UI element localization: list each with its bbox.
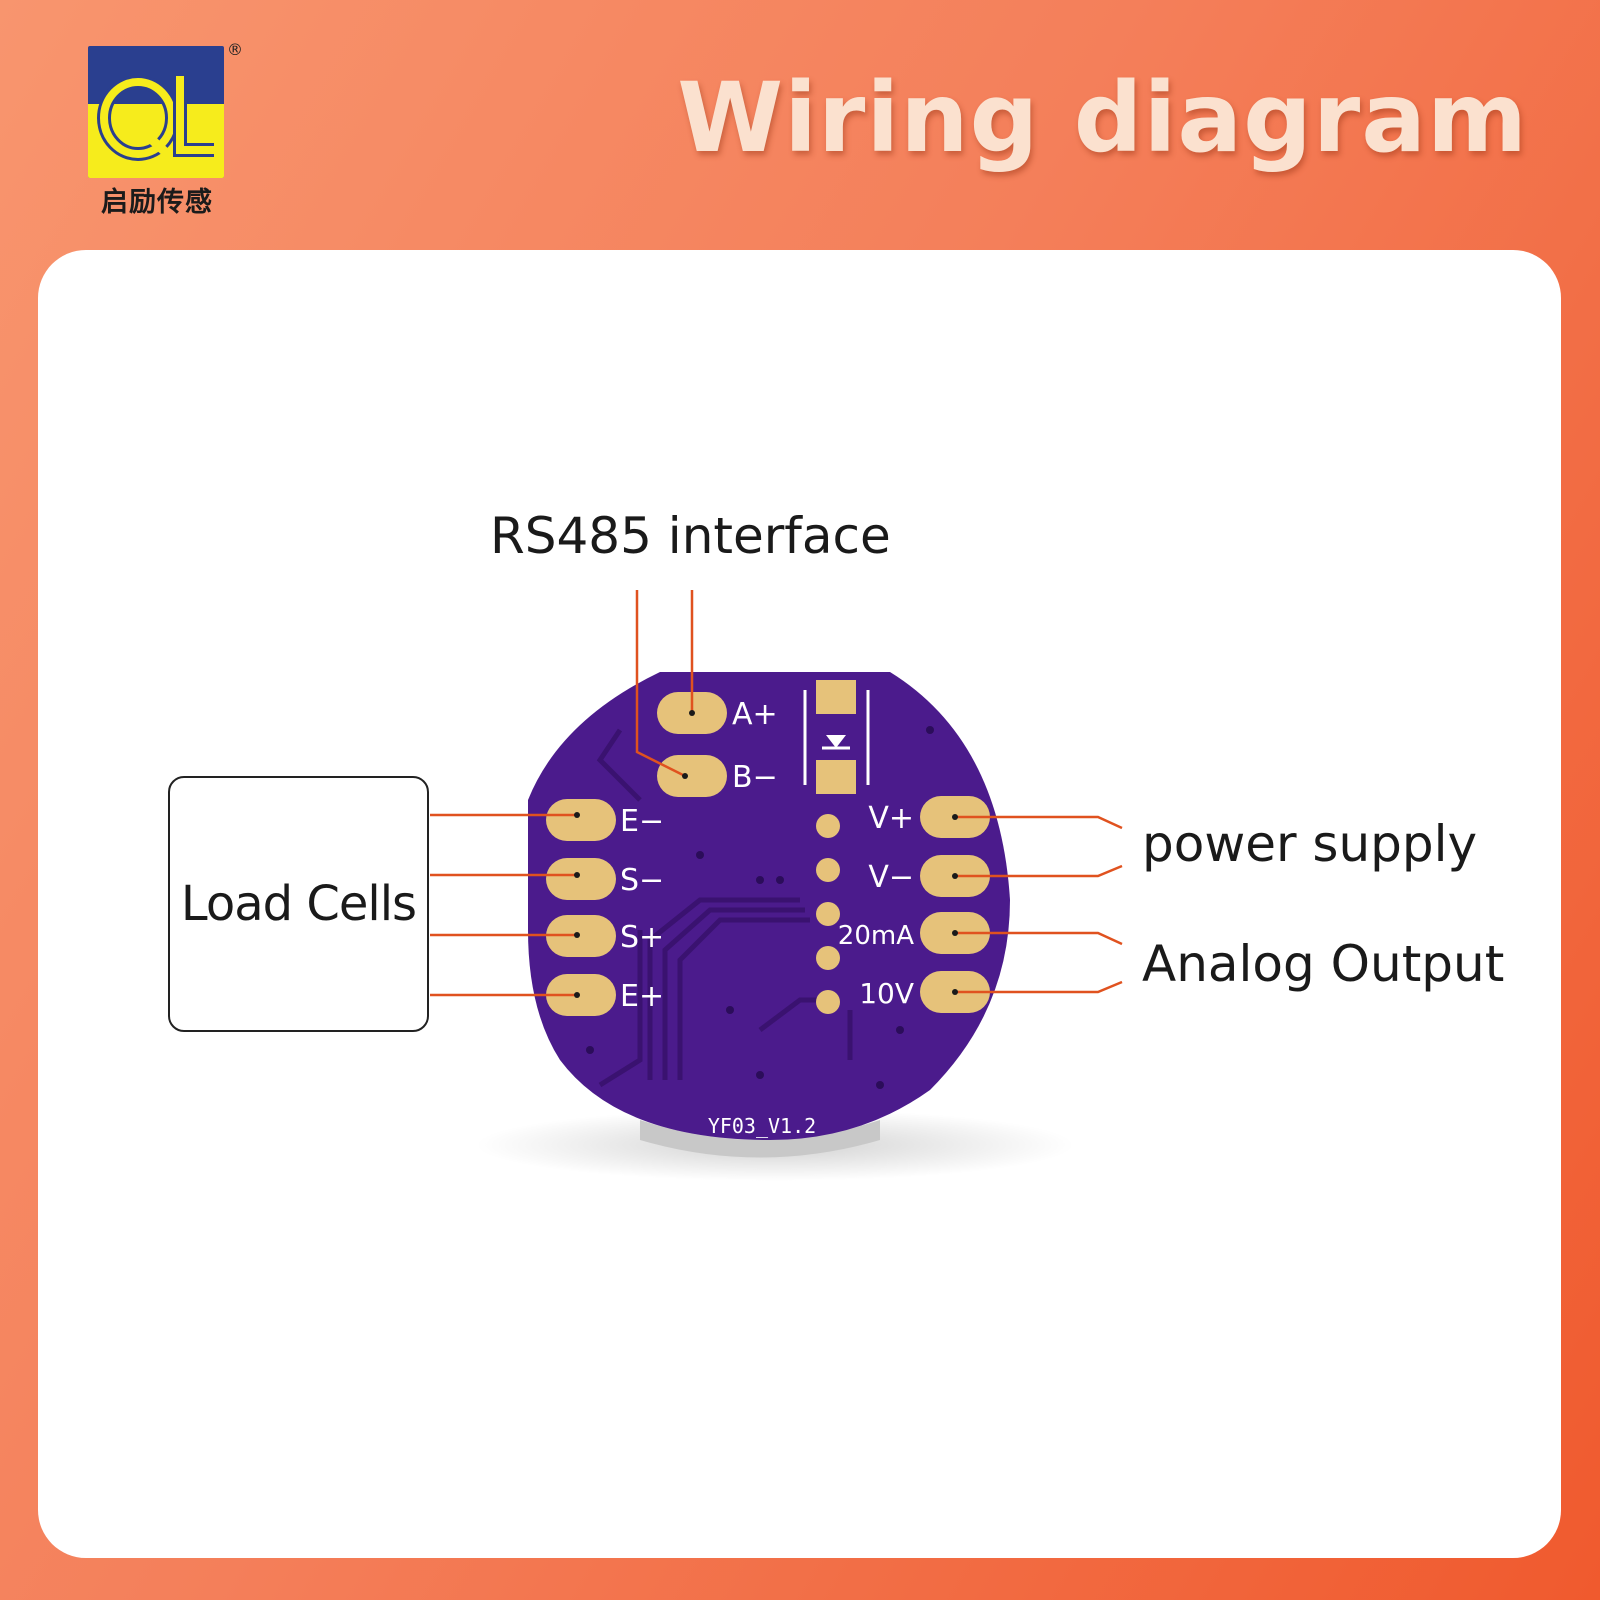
load-cells-label: Load Cells xyxy=(180,876,417,932)
analog-output-label: Analog Output xyxy=(1142,935,1505,993)
pcb-traces xyxy=(596,728,853,1088)
wire-endpoints xyxy=(574,710,958,998)
pin-label-e-minus: E− xyxy=(620,804,664,839)
diode-component xyxy=(803,680,870,794)
wire-10v xyxy=(955,980,1123,994)
pad-b-minus xyxy=(657,755,727,797)
wire-v-minus xyxy=(955,864,1123,878)
pcb-board xyxy=(528,672,1010,1140)
silkscreen-version: YF03_V1.2 xyxy=(708,1114,816,1138)
wire-b-minus xyxy=(635,590,686,778)
wire-v-plus xyxy=(955,815,1123,830)
pcb-vias xyxy=(586,726,934,1089)
pin-label-e-plus: E+ xyxy=(620,979,664,1014)
wires xyxy=(430,590,1123,997)
pad-s-minus xyxy=(546,858,616,900)
pin-label-v-minus: V− xyxy=(868,860,914,895)
pin-label-s-plus: S+ xyxy=(620,920,664,955)
pad-e-minus xyxy=(546,799,616,841)
brand-logo: ® 启励传感 xyxy=(88,40,243,218)
pin-label-20ma: 20mA xyxy=(838,921,914,951)
board-rim xyxy=(640,1120,880,1158)
test-pads xyxy=(816,814,840,1014)
pad-e-plus xyxy=(546,974,616,1016)
pin-label-s-minus: S− xyxy=(620,863,664,898)
pin-label-a-plus: A+ xyxy=(732,697,778,732)
brand-chinese-name: 启励传感 xyxy=(101,187,213,218)
pad-s-plus xyxy=(546,915,616,957)
load-cells-box: Load Cells xyxy=(168,776,429,1032)
wire-20ma xyxy=(955,931,1123,946)
pin-label-b-minus: B− xyxy=(732,760,778,795)
page-title: Wiring diagram xyxy=(677,62,1528,174)
registered-mark: ® xyxy=(227,40,243,59)
rs485-label: RS485 interface xyxy=(490,507,891,565)
logo-mark xyxy=(88,46,224,178)
pin-label-10v: 10V xyxy=(859,977,914,1010)
power-supply-label: power supply xyxy=(1142,815,1478,873)
logo-letters-graphic xyxy=(97,75,214,164)
pin-label-v-plus: V+ xyxy=(868,801,914,836)
